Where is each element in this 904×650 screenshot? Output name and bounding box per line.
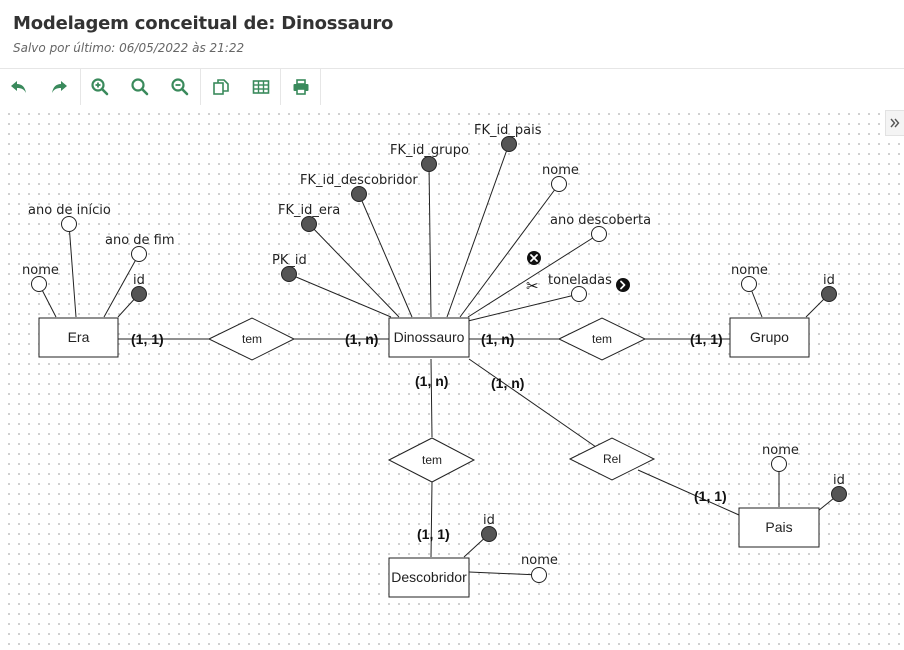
attribute-dino-fk-era[interactable] <box>301 216 317 232</box>
attribute-grupo-id[interactable] <box>821 286 837 302</box>
entity-grupo[interactable]: Grupo <box>729 317 810 358</box>
attribute-descobridor-nome[interactable] <box>531 567 547 583</box>
history-group <box>0 69 81 105</box>
attribute-labels: ano de início ano de fim nome id PK_id F… <box>22 123 845 568</box>
zoom-group <box>80 69 201 105</box>
entity-era[interactable]: Era <box>38 317 119 358</box>
cut-button[interactable]: ✂ <box>526 277 539 295</box>
zoom-in-button[interactable] <box>88 75 112 99</box>
export-group <box>200 69 281 105</box>
attribute-label: ano descoberta <box>550 213 651 228</box>
attribute-label: ano de início <box>28 203 111 218</box>
attribute-label: id <box>833 473 845 488</box>
print-button[interactable] <box>289 75 313 99</box>
cardinality-label: (1, n) <box>491 375 524 391</box>
attribute-label: FK_id_era <box>278 203 340 218</box>
attribute-dino-fk-pais[interactable] <box>501 136 517 152</box>
attribute-dino-fk-descobridor[interactable] <box>351 186 367 202</box>
attribute-grupo-nome[interactable] <box>741 276 757 292</box>
entity-dinossauro[interactable]: Dinossauro <box>388 317 470 358</box>
relationship-dinossauro-pais[interactable]: Rel <box>568 437 656 481</box>
attribute-dino-nome[interactable] <box>551 176 567 192</box>
attribute-descobridor-id[interactable] <box>481 526 497 542</box>
entity-label: Era <box>68 329 90 345</box>
table-icon <box>252 80 270 94</box>
attribute-label: nome <box>22 263 59 278</box>
redo-button[interactable] <box>47 75 71 99</box>
undo-button[interactable] <box>7 75 31 99</box>
relationship-era-dinossauro[interactable]: tem <box>207 317 296 361</box>
relationship-label: tem <box>592 332 612 346</box>
entity-label: Grupo <box>750 329 789 345</box>
attribute-label: FK_id_grupo <box>390 143 469 158</box>
cardinality-labels: (1, 1) (1, n) (1, n) (1, 1) (1, n) (1, 1… <box>131 331 727 542</box>
attribute-pais-id[interactable] <box>831 486 847 502</box>
collapse-panel-button[interactable] <box>885 110 904 136</box>
connection-lines <box>38 143 840 576</box>
entity-descobridor[interactable]: Descobridor <box>388 557 470 598</box>
copy-button[interactable] <box>209 75 233 99</box>
page-title: Modelagem conceitual de: Dinossauro <box>13 13 394 34</box>
copy-icon <box>213 79 229 95</box>
relationship-label: Rel <box>603 452 621 466</box>
attribute-label: id <box>823 273 835 288</box>
attribute-era-inicio[interactable] <box>61 216 77 232</box>
last-saved-text: Salvo por último: 06/05/2022 às 21:22 <box>13 41 245 55</box>
attribute-label: nome <box>521 553 558 568</box>
attribute-era-id[interactable] <box>131 286 147 302</box>
header: Modelagem conceitual de: Dinossauro Salv… <box>0 0 904 68</box>
attribute-label: id <box>133 273 145 288</box>
redo-icon <box>52 81 67 93</box>
attribute-dino-ano[interactable] <box>591 226 607 242</box>
attribute-label: ano de fim <box>105 233 175 248</box>
relationship-dinossauro-descobridor[interactable]: tem <box>387 437 476 483</box>
attribute-era-nome[interactable] <box>31 276 47 292</box>
cardinality-label: (1, n) <box>415 373 448 389</box>
print-group <box>280 69 321 105</box>
attribute-label: FK_id_pais <box>474 123 542 138</box>
attribute-label: nome <box>762 443 799 458</box>
entity-pais[interactable]: Pais <box>738 507 820 548</box>
attribute-label: nome <box>731 263 768 278</box>
undo-icon <box>11 81 26 93</box>
entity-label: Dinossauro <box>394 329 465 345</box>
attribute-label: id <box>483 513 495 528</box>
cardinality-label: (1, n) <box>481 331 514 347</box>
attribute-pais-nome[interactable] <box>771 456 787 472</box>
double-chevron-right-icon <box>890 118 900 128</box>
zoom-reset-icon <box>131 78 149 96</box>
print-icon <box>293 79 309 95</box>
attribute-label: PK_id <box>272 253 307 268</box>
cardinality-label: (1, 1) <box>417 526 450 542</box>
next-button[interactable] <box>616 278 630 292</box>
entity-label: Pais <box>765 519 792 535</box>
attribute-dino-fk-grupo[interactable] <box>421 156 437 172</box>
cardinality-label: (1, n) <box>345 331 378 347</box>
attribute-label: FK_id_descobridor <box>300 173 418 188</box>
cardinality-label: (1, 1) <box>690 331 723 347</box>
relationship-dinossauro-grupo[interactable]: tem <box>557 317 647 361</box>
relationship-label: tem <box>242 332 262 346</box>
diagram-canvas[interactable] <box>0 105 904 650</box>
attribute-label: nome <box>542 163 579 178</box>
chevron-right-icon <box>616 278 630 292</box>
zoom-out-icon <box>171 78 189 96</box>
scissors-icon: ✂ <box>526 277 539 295</box>
zoom-reset-button[interactable] <box>128 75 152 99</box>
delete-attribute-button[interactable] <box>527 251 541 265</box>
attribute-era-fim[interactable] <box>131 246 147 262</box>
zoom-in-icon <box>91 78 109 96</box>
cardinality-label: (1, 1) <box>694 488 727 504</box>
relationship-label: tem <box>422 453 442 467</box>
cardinality-label: (1, 1) <box>131 331 164 347</box>
zoom-out-button[interactable] <box>168 75 192 99</box>
table-button[interactable] <box>249 75 273 99</box>
attribute-dino-toneladas[interactable] <box>571 286 587 302</box>
attribute-circles <box>31 136 847 583</box>
attribute-dino-pk[interactable] <box>281 266 297 282</box>
entity-label: Descobridor <box>391 569 467 585</box>
attribute-label: toneladas <box>548 273 612 288</box>
